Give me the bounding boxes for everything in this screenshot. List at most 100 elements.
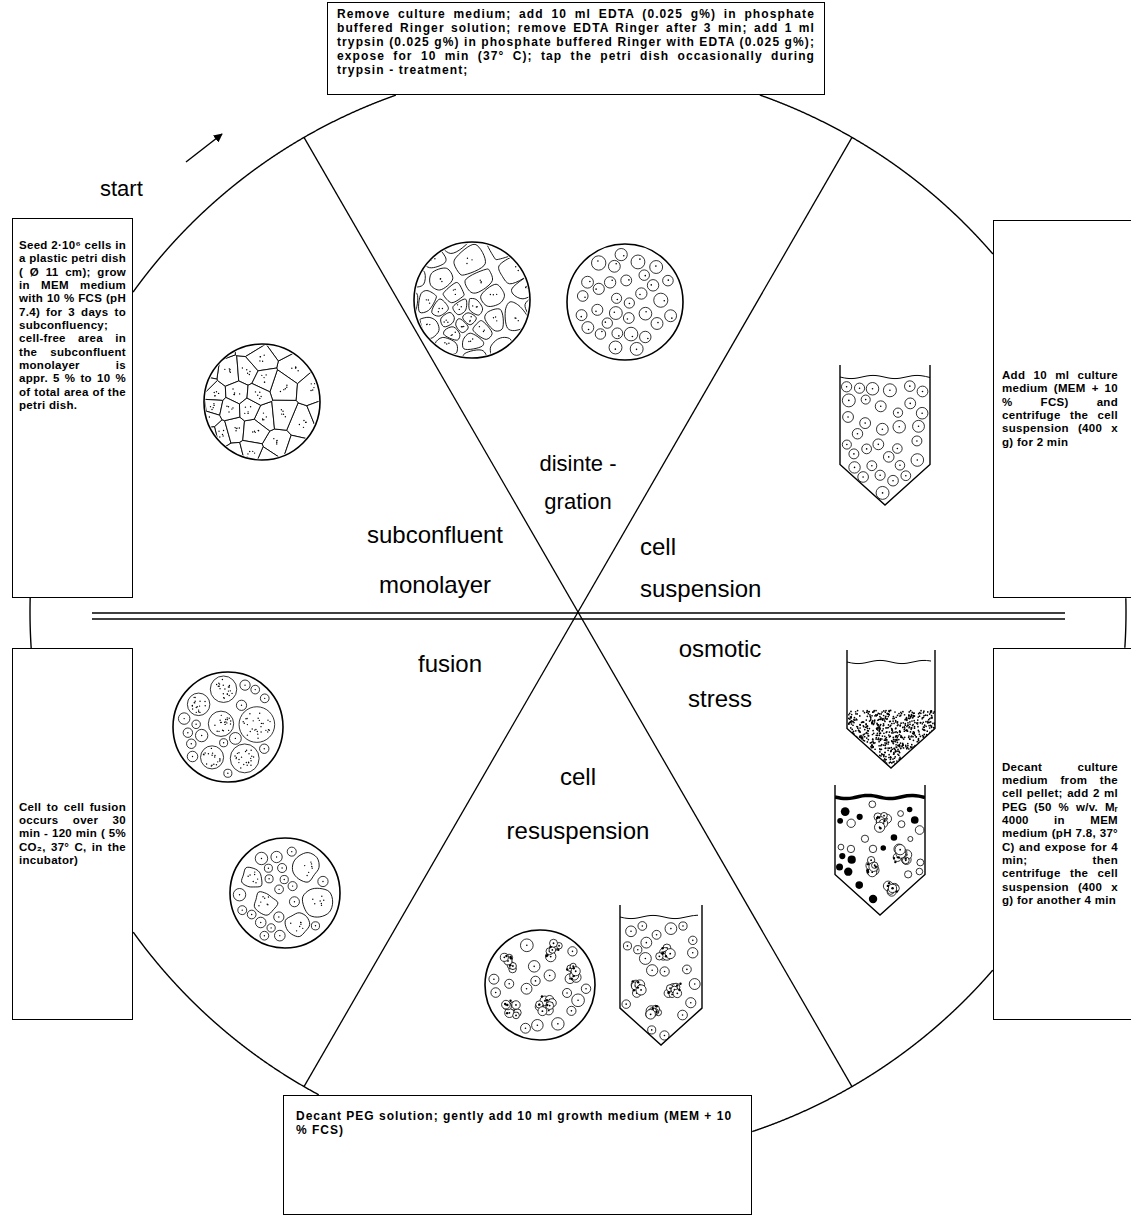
stipple-dot	[855, 711, 857, 713]
stipple-dot	[913, 731, 915, 733]
stipple-dot	[214, 395, 215, 396]
stipple-dot	[896, 890, 898, 892]
stipple-dot	[214, 395, 215, 396]
stipple-dot	[505, 955, 507, 957]
stipple-dot	[879, 729, 881, 731]
stipple-dot	[285, 388, 286, 389]
stipple-dot	[447, 322, 448, 323]
stipple-dot	[903, 738, 905, 740]
stipple-dot	[880, 745, 882, 747]
stipple-dot	[857, 433, 859, 435]
stipple-dot	[228, 690, 229, 691]
cell-outline	[217, 355, 239, 386]
stipple-dot	[538, 1004, 540, 1006]
stipple-dot	[247, 876, 248, 877]
stipple-dot	[537, 306, 538, 307]
cell	[689, 936, 697, 944]
stipple-dot	[850, 717, 852, 719]
dish-contents	[178, 676, 274, 777]
stipple-dot	[908, 715, 910, 717]
cell	[260, 744, 269, 753]
cell	[895, 461, 904, 470]
stipple-dot	[512, 965, 514, 967]
stipple-dot	[899, 746, 901, 748]
stipple-dot	[461, 326, 462, 327]
stipple-dot	[884, 745, 886, 747]
stipple-dot	[899, 734, 901, 736]
cell	[654, 293, 668, 307]
stipple-dot	[866, 715, 868, 717]
stipple-dot	[526, 345, 527, 346]
stipple-dot	[888, 754, 890, 756]
stipple-dot	[551, 949, 553, 951]
stipple-dot	[194, 702, 195, 703]
stipple-dot	[252, 451, 253, 452]
stipple-dot	[483, 331, 484, 332]
stipple-dot	[267, 731, 268, 732]
stipple-dot	[889, 720, 891, 722]
stipple-dot	[865, 399, 867, 401]
cell	[842, 440, 851, 449]
cell-outline	[463, 333, 484, 349]
stipple-dot	[226, 722, 227, 723]
peg-surface	[835, 795, 925, 798]
stipple-dot	[897, 412, 899, 414]
cell-outline	[431, 353, 456, 370]
cell	[604, 277, 615, 288]
stipple-dot	[265, 463, 266, 464]
stipple-dot	[647, 338, 649, 340]
stipple-dot	[321, 905, 322, 906]
stipple-dot	[929, 713, 931, 715]
cell	[201, 746, 224, 769]
stipple-dot	[249, 371, 250, 372]
stipple-dot	[656, 1005, 658, 1007]
stipple-dot	[656, 934, 658, 936]
stipple-dot	[897, 753, 899, 755]
stipple-dot	[932, 723, 934, 725]
stipple-dot	[885, 739, 887, 741]
stipple-dot	[250, 758, 251, 759]
cell	[577, 291, 588, 302]
stipple-dot	[250, 731, 251, 732]
cell	[630, 342, 643, 355]
stipple-dot	[196, 443, 197, 444]
stipple-dot	[471, 259, 472, 260]
stipple-dot	[241, 705, 242, 706]
cell	[852, 429, 862, 439]
stipple-dot	[227, 694, 228, 695]
stipple-dot	[907, 722, 909, 724]
stipple-dot	[875, 737, 877, 739]
stipple-dot	[899, 756, 901, 758]
stipple-dot	[203, 371, 204, 372]
stipple-dot	[865, 724, 867, 726]
stipple-dot	[867, 735, 869, 737]
stipple-dot	[306, 875, 307, 876]
stipple-dot	[887, 713, 889, 715]
dark-cell	[839, 853, 845, 859]
stipple-dot	[655, 265, 657, 267]
cell	[581, 984, 590, 993]
stipple-dot	[879, 748, 881, 750]
stipple-dot	[891, 741, 893, 743]
stipple-dot	[533, 966, 535, 968]
stipple-dot	[194, 701, 195, 702]
stipple-dot	[893, 716, 895, 718]
stipple-dot	[270, 927, 271, 928]
stipple-dot	[882, 754, 884, 756]
stipple-dot	[319, 346, 320, 347]
stipple-dot	[890, 756, 892, 758]
stipple-dot	[912, 715, 914, 717]
stipple-dot	[203, 387, 204, 388]
stipple-dot	[234, 394, 235, 395]
cell	[251, 685, 260, 694]
cell-outline	[485, 309, 504, 331]
cell	[651, 318, 663, 330]
cycle-arc	[760, 95, 993, 254]
stipple-dot	[213, 407, 214, 408]
stipple-dot	[247, 724, 248, 725]
stipple-dot	[227, 693, 228, 694]
fused-cell-blob	[292, 853, 319, 883]
stipple-dot	[229, 370, 230, 371]
stipple-dot	[299, 926, 300, 927]
dish-ground	[173, 672, 283, 782]
